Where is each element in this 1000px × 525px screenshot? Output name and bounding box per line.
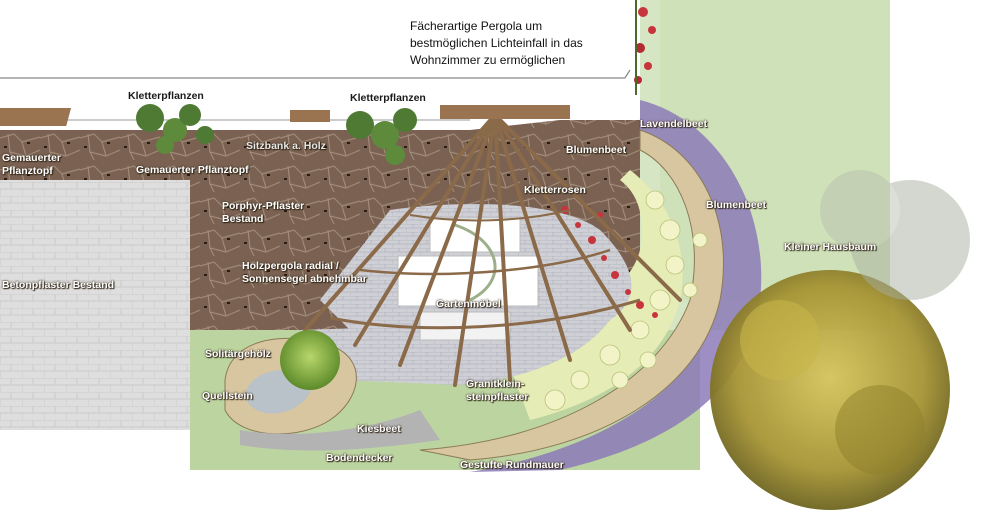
label-brick-planter-1-line2: Pflanztopf bbox=[2, 165, 53, 177]
label-round-wall: Gestufte Rundmauer bbox=[460, 459, 564, 471]
label-climbing-plants-left: Kletterpflanzen bbox=[128, 90, 204, 102]
label-porphyry-line1: Porphyr-Pflaster bbox=[222, 200, 305, 212]
label-wooden-bench: Sitzbank a. Holz bbox=[246, 140, 326, 152]
label-radial-pergola-line2: Sonnensegel abnehmbar bbox=[242, 273, 367, 285]
pergola-head-beam bbox=[440, 105, 570, 119]
label-granite-line1: Granitklein- bbox=[466, 378, 525, 390]
label-climbing-plants-right: Kletterpflanzen bbox=[350, 92, 426, 104]
label-concrete-pavement: Betonpflaster Bestand bbox=[2, 279, 115, 291]
label-solitary-shrub: Solitärgehölz bbox=[205, 348, 271, 360]
label-ground-cover: Bodendecker bbox=[326, 452, 393, 464]
pergola-note-line2: bestmöglichen Lichteinfall in das bbox=[410, 36, 583, 50]
label-porphyry-pavement: Porphyr-Pflaster Bestand bbox=[222, 200, 304, 226]
pergola-note-line3: Wohnzimmer zu ermöglichen bbox=[410, 53, 566, 67]
label-house-tree: Kleiner Hausbaum bbox=[784, 241, 877, 253]
label-brick-planter-2: Gemauerter Pflanztopf bbox=[136, 164, 249, 176]
radial-pergola bbox=[303, 113, 682, 387]
label-porphyry-line2: Bestand bbox=[222, 213, 264, 225]
label-gravel-bed: Kiesbeet bbox=[357, 423, 401, 435]
climbing-plant-right bbox=[346, 108, 417, 165]
concrete-pavement bbox=[0, 180, 190, 430]
round-wall bbox=[419, 129, 724, 461]
climbing-plant-left bbox=[136, 104, 214, 154]
house-tree bbox=[710, 270, 950, 510]
label-flower-bed-right: Blumenbeet bbox=[706, 199, 767, 211]
solitary-shrub bbox=[280, 330, 340, 390]
label-radial-pergola: Holzpergola radial / Sonnensegel abnehmb… bbox=[242, 260, 367, 286]
label-spring-stone: Quellstein bbox=[202, 390, 253, 402]
pergola-note: Fächerartige Pergola um bestmöglichen Li… bbox=[410, 18, 620, 69]
label-radial-pergola-line1: Holzpergola radial / bbox=[242, 260, 339, 272]
label-brick-planter-1: Gemauerter Pflanztopf bbox=[2, 152, 61, 178]
label-brick-planter-1-line1: Gemauerter bbox=[2, 152, 61, 164]
wall-roses bbox=[634, 0, 656, 95]
gravel-bed bbox=[240, 410, 440, 451]
background-tree bbox=[820, 170, 970, 300]
label-granite-line2: steinpflaster bbox=[466, 391, 529, 403]
lavender-bed bbox=[470, 100, 762, 472]
label-garden-furniture: Gartenmöbel bbox=[436, 298, 501, 310]
label-flower-bed-top: Blumenbeet bbox=[566, 144, 627, 156]
pergola-note-line1: Fächerartige Pergola um bbox=[410, 19, 543, 33]
label-granite-paving: Granitklein- steinpflaster bbox=[466, 378, 528, 404]
label-climbing-roses: Kletterrosen bbox=[524, 184, 586, 196]
house-wall bbox=[0, 0, 630, 100]
label-lavender-bed: Lavendelbeet bbox=[640, 118, 708, 130]
